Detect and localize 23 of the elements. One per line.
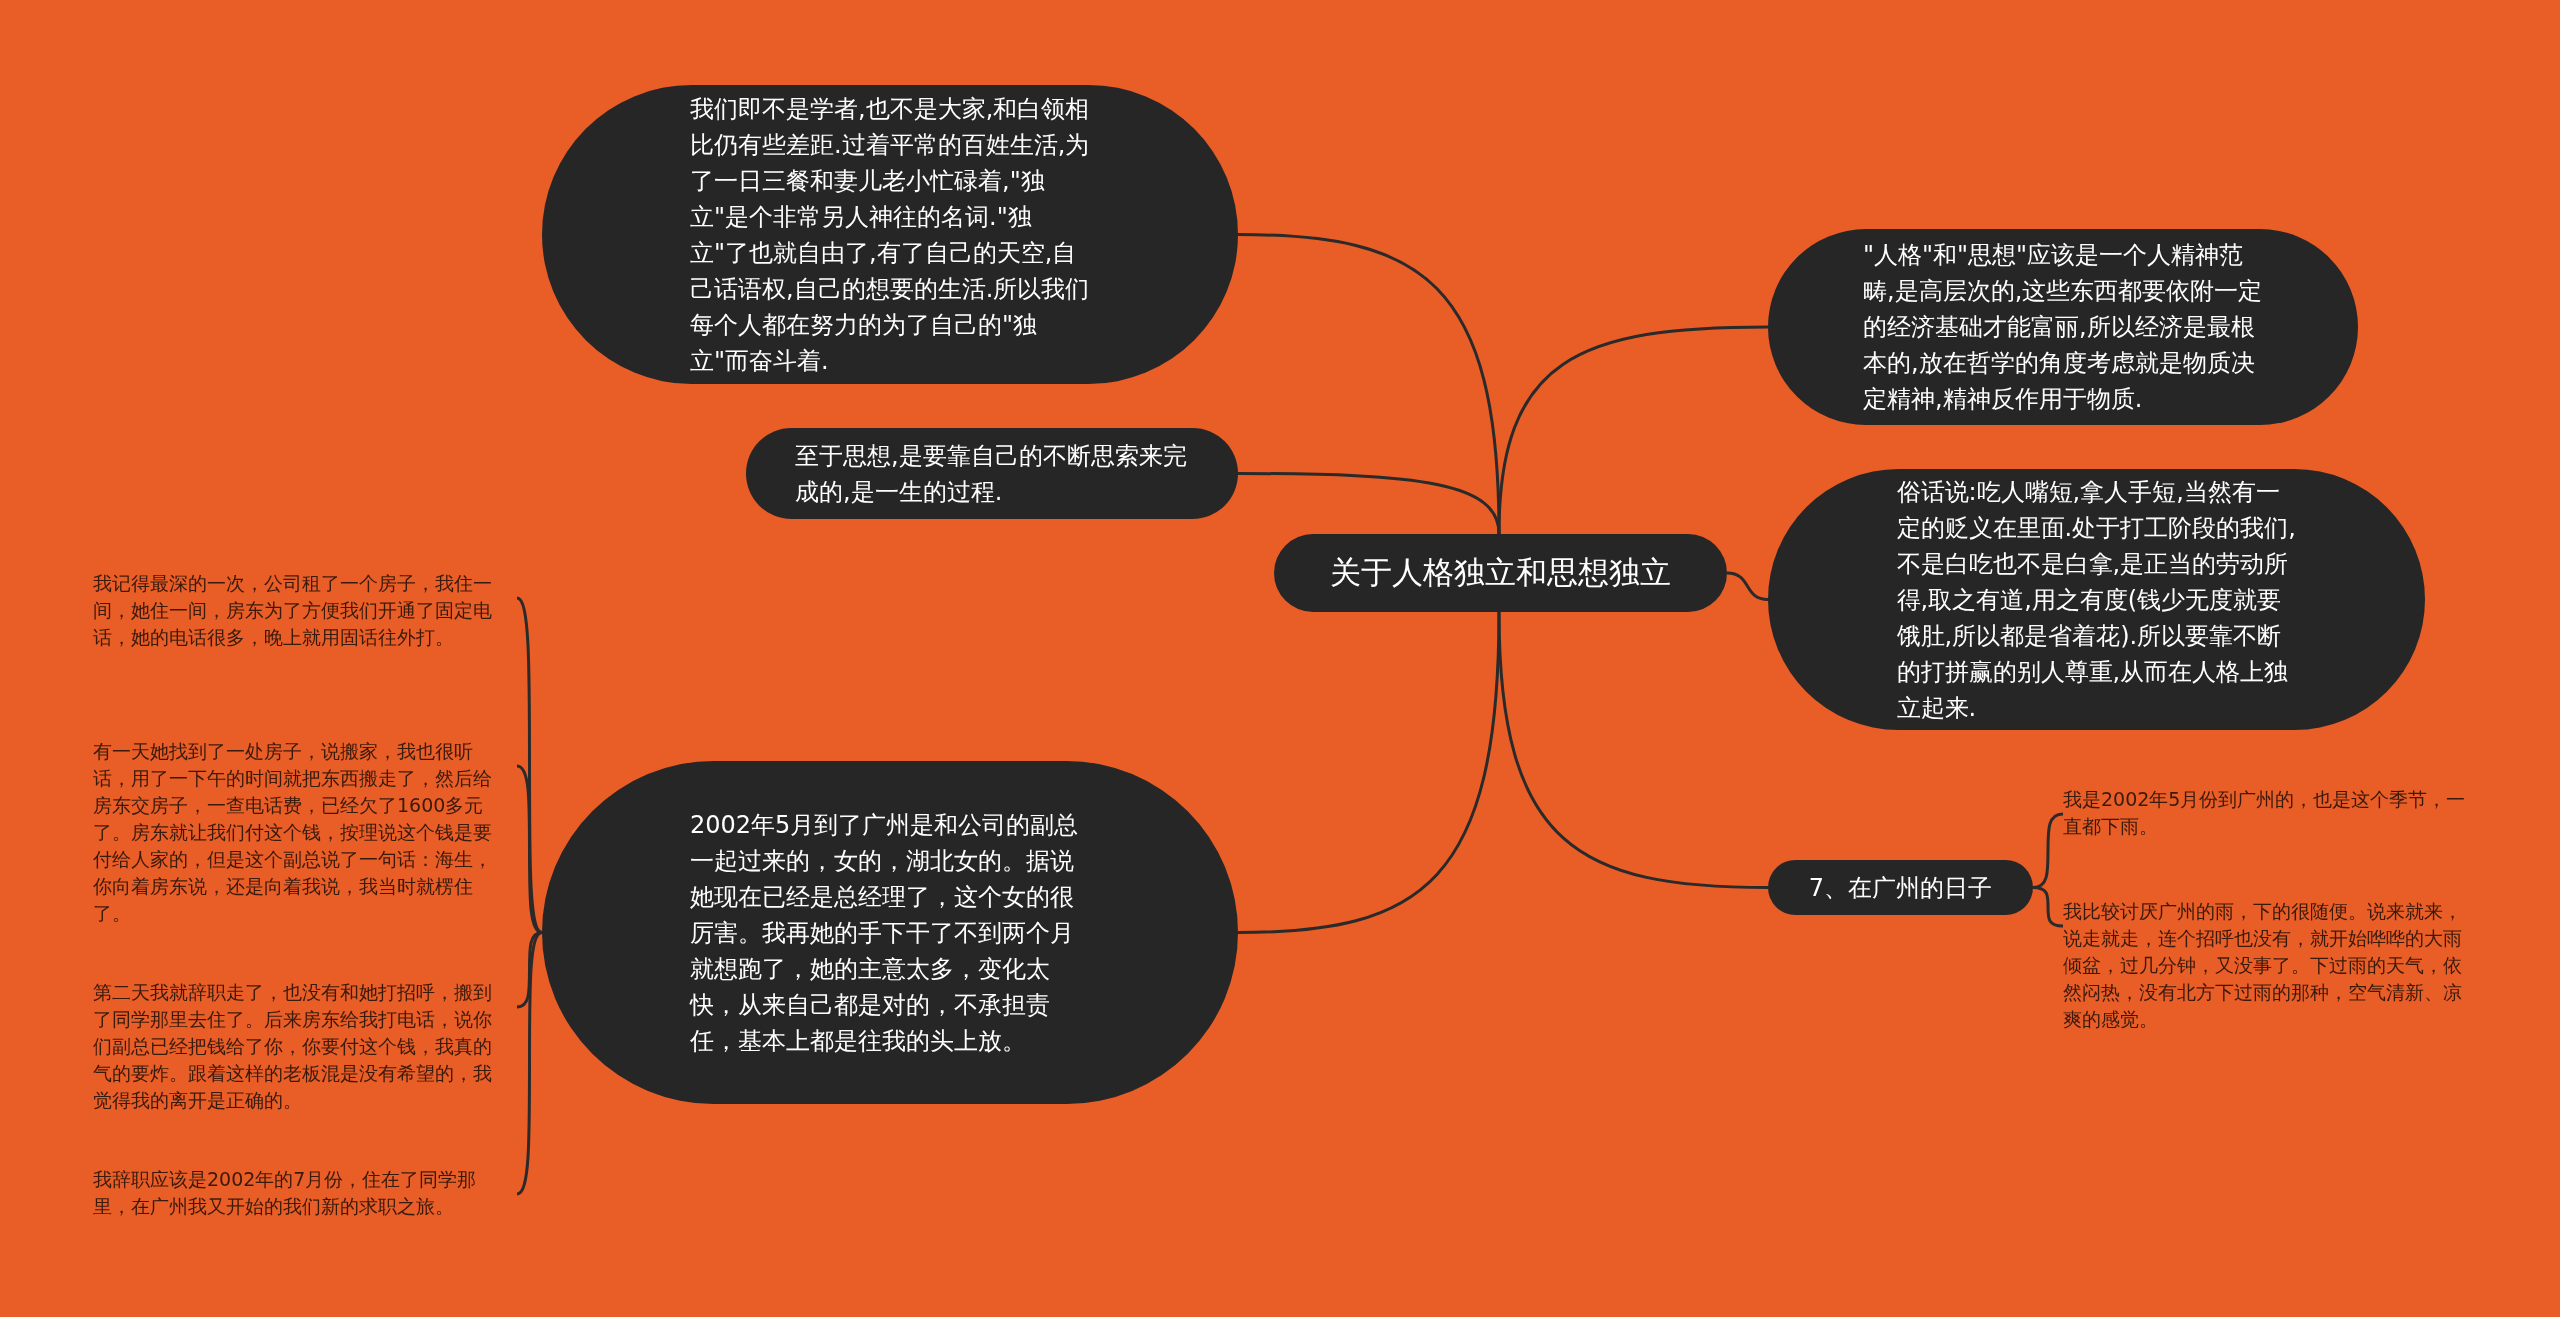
connector-line <box>516 596 543 934</box>
connector-line <box>2032 886 2064 928</box>
topic-bubble: 俗话说:吃人嘴短,拿人手短,当然有一定的贬义在里面.处于打工阶段的我们,不是白吃也不是白拿,是正当的劳动所得,取之有道,用之有度(钱少无度就要饿肚,所以都是省着花).所以要靠不断的打拼赢的别人尊重,从而在人格上独立起来. <box>1768 469 2425 730</box>
note-text: 我是2002年5月份到广州的，也是这个季节，一直都下雨。 <box>2063 786 2483 846</box>
note-text: 我记得最深的一次，公司租了一个房子，我住一间，她住一间，房东为了方便我们开通了固定电话，她的电话很多，晚上就用固话往外打。 <box>93 570 513 682</box>
topic-bubble: 2002年5月到了广州是和公司的副总一起过来的，女的，湖北女的。据说她现在已经是总经理了，这个女的很厉害。我再她的手下干了不到两个月就想跑了，她的主意太多，变化太快，从来自己都是对的，不承担责任，基本上都是往我的头上放。 <box>542 761 1238 1104</box>
connector-line <box>1497 611 1769 889</box>
central-topic: 关于人格独立和思想独立 <box>1274 534 1727 612</box>
topic-bubble: "人格"和"思想"应该是一个人精神范畴,是高层次的,这些东西都要依附一定的经济基础才能富丽,所以经济是最根本的,放在哲学的角度考虑就是物质决定精神,精神反作用于物质. <box>1768 229 2358 425</box>
connector-line <box>516 931 543 1196</box>
topic-bubble: 我们即不是学者,也不是大家,和白领相比仍有些差距.过着平常的百姓生活,为了一日三餐和妻儿老小忙碌着,"独立"是个非常另人神往的名词."独立"了也就自由了,有了自己的天空,自己话语权,自己的想要的生活.所以我们每个人都在努力的为了自己的"独立"而奋斗着. <box>542 85 1238 384</box>
subtopic-pill: 7、在广州的日子 <box>1768 860 2033 915</box>
connector-line <box>516 931 543 1009</box>
connector-line <box>1237 611 1501 934</box>
connector-line <box>1726 571 1769 601</box>
topic-bubble: 至于思想,是要靠自己的不断思索来完成的,是一生的过程. <box>746 428 1238 519</box>
note-text: 有一天她找到了一处房子，说搬家，我也很听话，用了一下午的时间就把东西搬走了，然后给房东交房子，一查电话费，已经欠了1600多元了。房东就让我们付这个钱，按理说这个钱是要付给人家的，但是这个副总说了一句话：海生，你向着房东说，还是向着我说，我当时就楞住了。 <box>93 738 513 924</box>
note-text: 第二天我就辞职走了，也没有和她打招呼，搬到了同学那里去住了。后来房东给我打电话，说你们副总已经把钱给了你，你要付这个钱，我真的气的要炸。跟着这样的老板混是没有希望的，我觉得我的离开是正确的。 <box>93 979 513 1113</box>
note-text: 我辞职应该是2002年的7月份，住在了同学那里，在广州我又开始的我们新的求职之旅。 <box>93 1166 513 1226</box>
note-text: 我比较讨厌广州的雨，下的很随便。说来就来，说走就走，连个招呼也没有，就开始哗哗的大雨倾盆，过几分钟，又没事了。下过雨的天气，依然闷热，没有北方下过雨的那种，空气清新、凉爽的感觉。 <box>2063 898 2483 1034</box>
connector-line <box>1497 325 1769 535</box>
connector-line <box>516 764 543 934</box>
connector-line <box>1238 472 1501 535</box>
